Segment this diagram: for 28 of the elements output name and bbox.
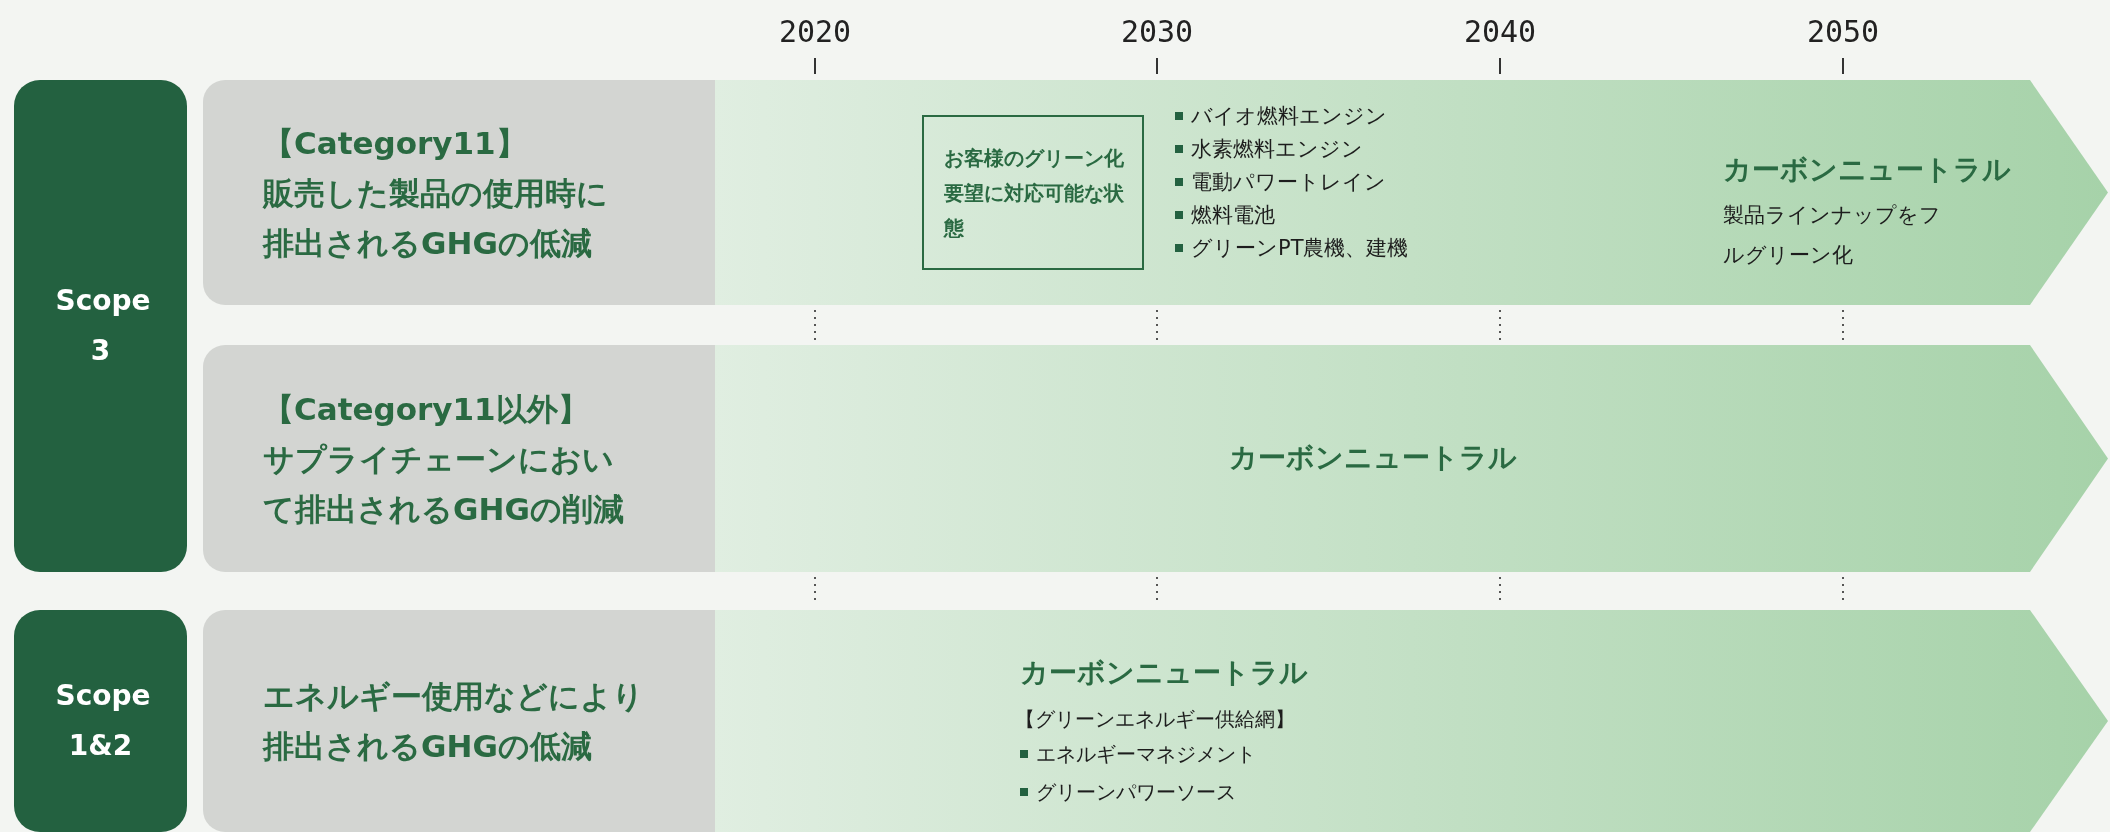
milestone-heading: カーボンニュートラル bbox=[1227, 440, 1518, 476]
category-heading: エネルギー使用などにより排出されるGHGの低減 bbox=[263, 677, 645, 766]
bullet-item: グリーンパワーソース bbox=[1036, 779, 1236, 806]
bullet-item: エネルギーマネジメント bbox=[1036, 741, 1256, 768]
milestone-note: 製品ラインナップをフルグリーン化 bbox=[1723, 202, 1942, 269]
milestone-heading: カーボンニュートラル bbox=[1723, 152, 2011, 188]
scope-badge bbox=[14, 80, 187, 572]
category-panel bbox=[203, 80, 715, 305]
category-description: サプライチェーンにおいて排出されるGHGの削減 bbox=[263, 439, 625, 529]
category-heading: 【Category11以外】 bbox=[263, 389, 590, 429]
bullet-item: 水素燃料エンジン bbox=[1191, 136, 1363, 163]
goal-box bbox=[922, 115, 1144, 270]
milestone-heading: カーボンニュートラル bbox=[1020, 655, 1308, 691]
bullet-item: 燃料電池 bbox=[1191, 202, 1275, 229]
bullet-item: バイオ燃料エンジン bbox=[1191, 103, 1387, 130]
bullet-item: 電動パワートレイン bbox=[1191, 169, 1386, 196]
year-label: 2040 bbox=[1462, 14, 1538, 49]
category-heading: 【Category11】 bbox=[263, 123, 528, 163]
goal-text: お客様のグリーン化要望に対応可能な状態 bbox=[944, 144, 1124, 241]
year-label: 2030 bbox=[1119, 14, 1195, 49]
category-panel bbox=[203, 345, 715, 572]
category-description: 販売した製品の使用時に排出されるGHGの低減 bbox=[263, 173, 609, 263]
bracket-heading: 【グリーンエネルギー供給網】 bbox=[1015, 706, 1295, 733]
year-label: 2020 bbox=[777, 14, 853, 49]
scope-badge bbox=[14, 610, 187, 832]
category-panel bbox=[203, 610, 715, 832]
bullet-item: グリーンPT農機、建機 bbox=[1191, 235, 1409, 262]
year-label: 2050 bbox=[1805, 14, 1881, 49]
